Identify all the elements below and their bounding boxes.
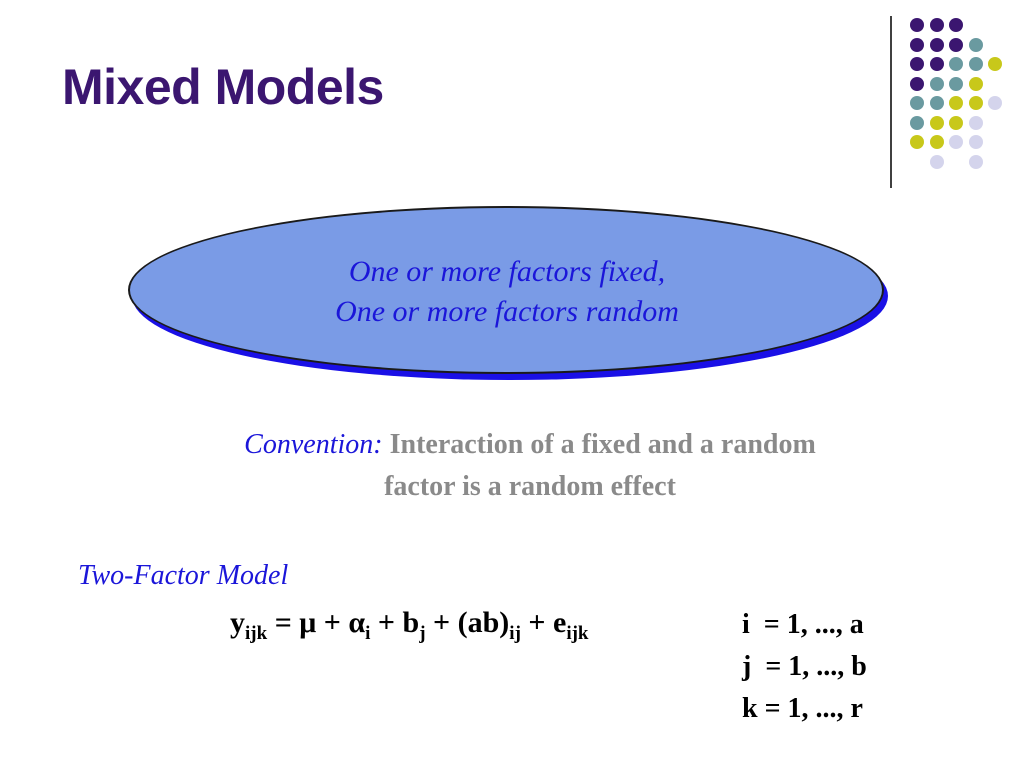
highlight-ellipse: One or more factors fixed, One or more f… — [120, 200, 910, 390]
decorative-dot — [968, 37, 983, 52]
decorative-dot — [929, 115, 944, 130]
eq-part-1: = μ + α — [267, 606, 366, 639]
decorative-dot — [949, 37, 963, 52]
eq-part-2: + b — [370, 606, 420, 639]
convention-note: Convention: Interaction of a fixed and a… — [140, 424, 920, 508]
index-ranges: i = 1, ..., a j = 1, ..., b k = 1, ..., … — [742, 604, 867, 730]
decorative-dot — [968, 76, 983, 91]
decorative-dot — [910, 57, 924, 71]
decorative-dot — [968, 96, 983, 110]
decorative-dot — [929, 135, 944, 149]
decorative-dot — [968, 154, 983, 169]
decorative-dot — [949, 18, 963, 32]
eq-e-sub: ijk — [566, 623, 589, 644]
eq-alpha-sub: i — [365, 623, 371, 644]
decorative-dot — [968, 135, 983, 149]
decorative-dot — [949, 115, 963, 130]
decorative-dot — [929, 18, 944, 32]
range-j: j = 1, ..., b — [742, 651, 867, 682]
eq-y-sub: ijk — [245, 623, 268, 644]
decorative-dot — [910, 115, 924, 130]
eq-y: y — [230, 606, 245, 639]
eq-b-sub: j — [419, 623, 426, 644]
model-equation: yijk = μ + αi + bj + (ab)ij + eijk — [230, 606, 589, 645]
eq-part-3: + (ab) — [425, 606, 510, 639]
decorative-dot — [929, 57, 944, 71]
decorative-dot — [988, 57, 1002, 71]
decorative-dot — [949, 135, 963, 149]
decorative-dot — [910, 37, 924, 52]
eq-part-4: + e — [520, 606, 567, 639]
decorative-dot-grid — [900, 8, 1010, 178]
ellipse-line-1: One or more factors fixed, — [348, 255, 666, 288]
decorative-dot — [968, 115, 983, 130]
decorative-dot — [929, 37, 944, 52]
decorative-dot — [910, 96, 924, 110]
decorative-dot — [910, 135, 924, 149]
decorative-dot — [968, 57, 983, 71]
convention-text-1: Interaction of a fixed and a random — [382, 429, 816, 460]
decorative-dot — [949, 76, 963, 91]
decorative-dot — [988, 96, 1002, 110]
convention-label: Convention: — [244, 429, 383, 460]
ellipse-line-2: One or more factors random — [335, 295, 679, 328]
decorative-dot — [910, 18, 924, 32]
slide-title: Mixed Models — [62, 59, 384, 115]
decorative-divider — [890, 16, 892, 188]
range-k: k = 1, ..., r — [742, 693, 863, 724]
eq-ab-sub: ij — [509, 623, 521, 644]
decorative-dot — [949, 57, 963, 71]
ellipse-shape — [128, 206, 884, 374]
convention-text-2: factor is a random effect — [384, 471, 676, 502]
decorative-dot — [929, 154, 944, 169]
decorative-dot — [910, 76, 924, 91]
range-i: i = 1, ..., a — [742, 609, 864, 640]
model-label: Two-Factor Model — [78, 560, 289, 591]
decorative-dot — [949, 96, 963, 110]
decorative-dot — [929, 96, 944, 110]
decorative-dot — [929, 76, 944, 91]
